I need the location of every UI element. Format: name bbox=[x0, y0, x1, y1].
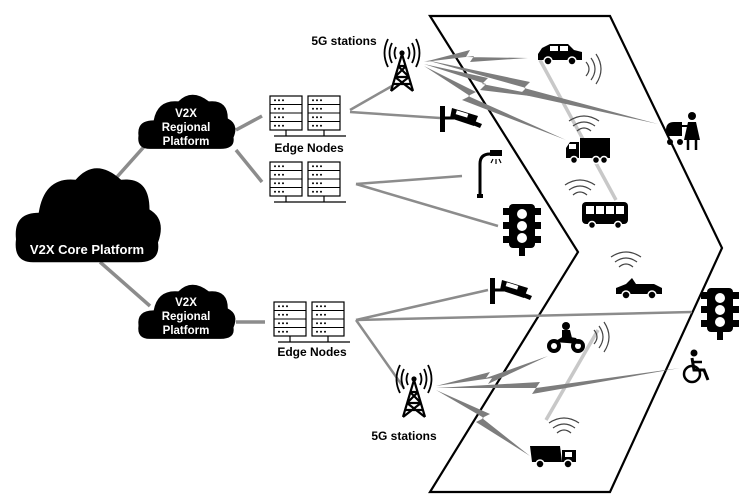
cctv-camera-icon bbox=[488, 276, 534, 306]
link-regional-top-to-edge-a bbox=[235, 114, 263, 132]
regional-platform-top-label-1: V2X bbox=[175, 108, 197, 120]
traffic-light-icon bbox=[701, 288, 739, 340]
edge-nodes-label-top: Edge Nodes bbox=[274, 141, 344, 155]
5g-tower-icon-bottom bbox=[395, 363, 433, 419]
motorcycle-icon bbox=[547, 322, 585, 353]
pedestrian-with-stroller-icon bbox=[666, 112, 700, 150]
link-regional-top-to-edge-b bbox=[234, 148, 264, 184]
edge-node-group-top-a bbox=[270, 96, 346, 136]
dump-truck-icon bbox=[530, 446, 576, 469]
core-platform-label: V2X Core Platform bbox=[30, 242, 144, 257]
edge-node-group-top-b bbox=[270, 162, 346, 202]
link-edge-b-to-lamp bbox=[355, 174, 463, 186]
regional-platform-bottom-label-1: V2X bbox=[175, 297, 197, 309]
signal-bolts-bottom bbox=[436, 356, 680, 456]
edge-nodes-label-bottom: Edge Nodes bbox=[277, 345, 347, 359]
regional-platform-top-label-3: Platform bbox=[163, 136, 210, 148]
truck-icon bbox=[566, 138, 610, 165]
regional-platform-top-label-2: Regional bbox=[162, 122, 211, 134]
link-edge-c-to-traffic-light bbox=[355, 310, 693, 322]
5g-tower-icon-top bbox=[383, 37, 421, 93]
convertible-car-icon bbox=[616, 278, 662, 300]
regional-platform-bottom-label-3: Platform bbox=[163, 325, 210, 337]
regional-platform-bottom-label-2: Regional bbox=[162, 311, 211, 323]
car-icon bbox=[538, 44, 582, 66]
link-core-to-regional-bottom bbox=[98, 260, 152, 308]
link-edge-a-to-tower bbox=[349, 84, 393, 112]
link-edge-b-to-traffic-light bbox=[355, 182, 499, 228]
bus-icon bbox=[582, 202, 628, 230]
edge-node-group-bottom bbox=[274, 302, 350, 342]
link-edge-a-to-camera bbox=[349, 110, 441, 120]
wheelchair-user-icon bbox=[682, 349, 710, 384]
5g-stations-label-top: 5G stations bbox=[311, 34, 377, 48]
lane-marking-lower bbox=[544, 329, 600, 421]
traffic-light-icon bbox=[503, 204, 541, 256]
street-lamp-icon bbox=[477, 150, 502, 198]
5g-stations-label-bottom: 5G stations bbox=[371, 429, 437, 443]
signal-bolts-top bbox=[424, 50, 658, 140]
link-edge-c-to-camera bbox=[355, 288, 489, 322]
cctv-camera-icon bbox=[438, 104, 484, 134]
